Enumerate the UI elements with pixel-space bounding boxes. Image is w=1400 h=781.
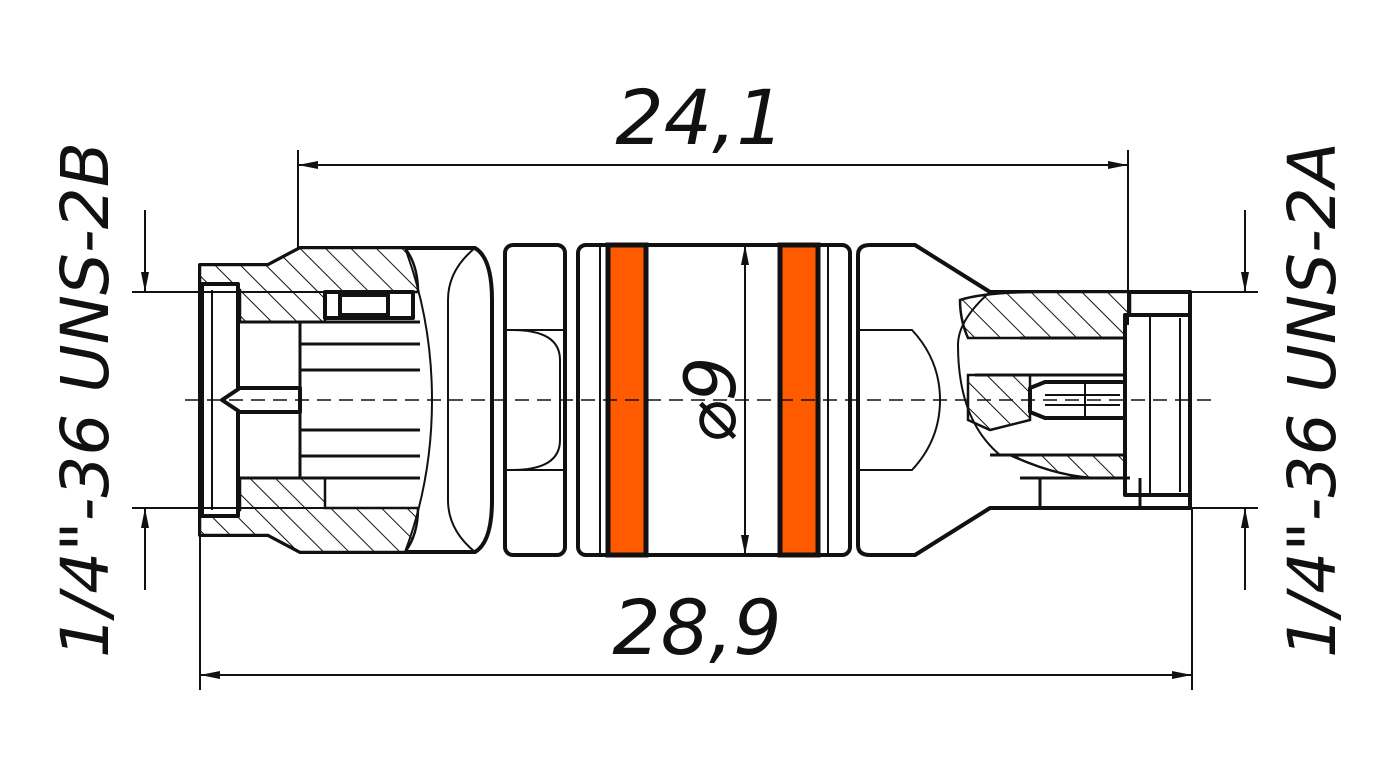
dimension-label-diameter: ⌀9 (670, 357, 752, 444)
right-section-upper (958, 290, 1147, 340)
left-female-connector (198, 246, 494, 554)
thread-label-left: 1/4"-36 UNS-2B (47, 142, 124, 658)
right-section-mid (966, 373, 1032, 432)
dimension-label-body-length: 24,1 (615, 73, 784, 162)
dimension-label-overall-length: 28,9 (612, 583, 781, 672)
dimension-body-length: 24,1 (297, 73, 1129, 325)
dimension-overall-length: 28,9 (199, 508, 1193, 690)
hex-nut (503, 243, 567, 557)
thread-label-right: 1/4"-36 UNS-2A (1274, 142, 1351, 658)
dimension-thread-right: 1/4"-36 UNS-2A (1130, 142, 1351, 658)
dimension-diameter: ⌀9 (670, 245, 752, 555)
dimension-thread-left: 1/4"-36 UNS-2B (47, 142, 325, 658)
